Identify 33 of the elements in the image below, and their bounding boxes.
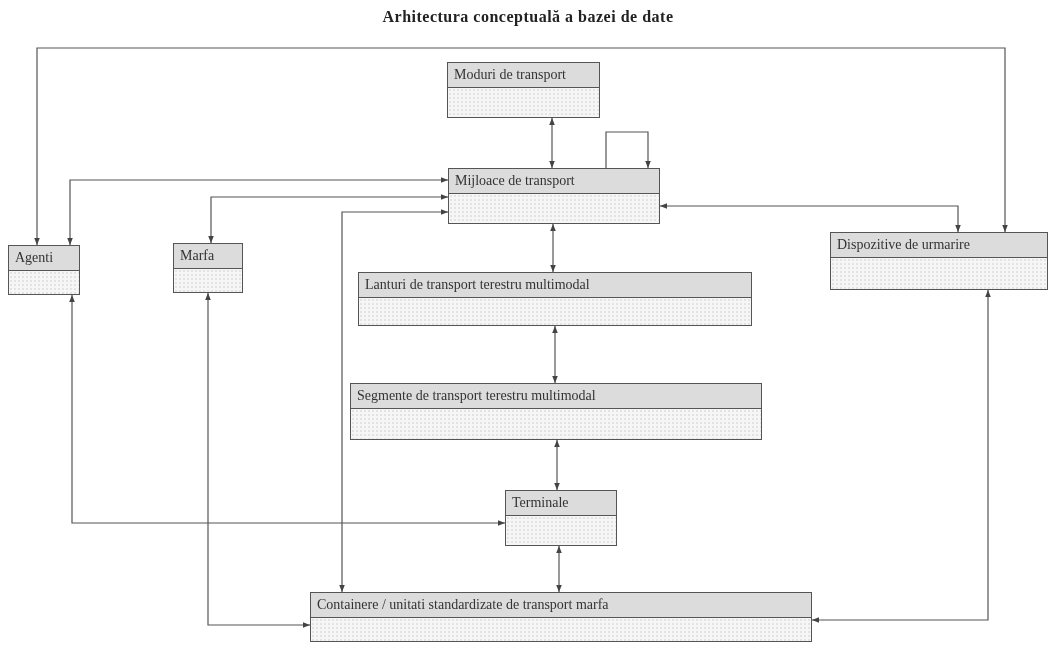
entity-name: Lanturi de transport terestru multimodal xyxy=(365,277,590,292)
entity-name: Segmente de transport terestru multimodal xyxy=(357,388,596,403)
connector-arrow xyxy=(659,203,961,233)
connector-arrow xyxy=(554,439,560,491)
entity-name: Mijloace de transport xyxy=(455,173,575,188)
connector-arrow xyxy=(208,194,449,244)
entity-name: Terminale xyxy=(512,495,569,510)
connector-arrow xyxy=(67,177,449,246)
entity-box xyxy=(310,592,812,642)
entity-name: Moduri de transport xyxy=(454,67,566,82)
entity-box xyxy=(447,62,600,118)
entity-box xyxy=(448,168,660,224)
entity-box xyxy=(8,245,80,295)
connector-arrow xyxy=(811,289,991,623)
entity-box xyxy=(358,272,752,326)
diagram-title: Arhitectura conceptuală a bazei de date xyxy=(381,8,675,26)
connector-arrow xyxy=(556,545,562,593)
entity-box xyxy=(830,232,1048,290)
connector-arrow xyxy=(552,325,558,384)
connector-arrow xyxy=(339,209,449,593)
connector-arrow xyxy=(34,47,1008,246)
entity-name: Containere / unitati standardizate de transport marfa xyxy=(317,597,609,612)
entity-box xyxy=(505,490,617,546)
connector-arrow xyxy=(549,117,555,169)
connector-arrow xyxy=(205,292,311,628)
entity-name: Dispozitive de urmarire xyxy=(837,237,970,252)
entity-name: Agenti xyxy=(15,250,54,265)
connector-arrow xyxy=(550,223,556,273)
entity-box xyxy=(350,383,762,440)
entity-name: Marfa xyxy=(180,248,215,263)
connector-arrow xyxy=(605,131,651,169)
entity-box xyxy=(173,243,243,293)
connector-arrow xyxy=(69,294,506,526)
